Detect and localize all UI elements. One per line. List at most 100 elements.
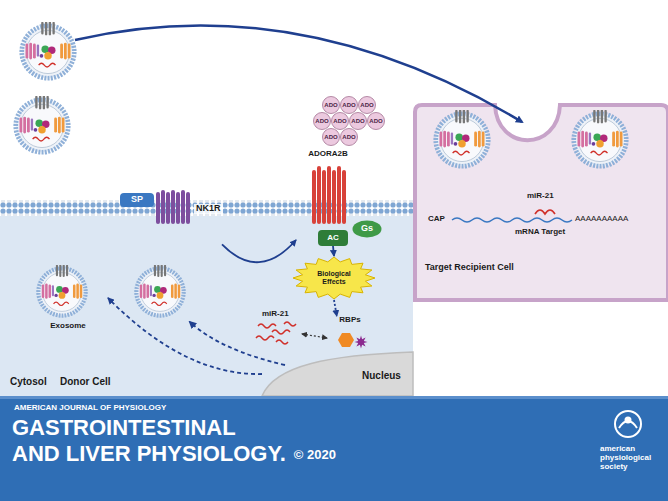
node-label: AC: [327, 234, 339, 243]
journal-band: [0, 396, 668, 399]
transfer-arrow: [75, 25, 522, 122]
enzyme-box: AC: [318, 230, 348, 246]
exosome-vesicle: [38, 264, 85, 315]
receptor: NK1R: [150, 190, 222, 254]
mirna-cluster: [256, 336, 274, 340]
nk1r-receptor: [156, 192, 160, 224]
journal-text: © 2020: [294, 448, 336, 462]
g-protein-shape: [353, 221, 382, 238]
ligand-circle: ADO: [367, 112, 385, 130]
target-cell-shape: [415, 105, 668, 300]
secretion-arrow: [190, 322, 285, 365]
node-label: ADORA2B: [296, 150, 360, 159]
exosome: Exosome: [28, 262, 108, 334]
node-label: Donor Cell: [60, 376, 111, 387]
donor-cell-shape: [0, 200, 413, 396]
node-label: ADO: [342, 134, 355, 141]
nk1r-receptor: [181, 190, 185, 224]
node-label: Biological Effects: [310, 270, 358, 285]
mirna-cluster: [284, 322, 296, 326]
nucleus-shape: [262, 352, 413, 396]
nk1r-receptor: [166, 192, 170, 224]
adora2b-receptor: [327, 166, 331, 224]
exosome-vesicle: [16, 95, 69, 152]
mirna-cluster: [272, 330, 290, 334]
ligand-circle: ADO: [322, 128, 340, 146]
adora2b-receptor: [312, 170, 316, 224]
annotation-label: miR-21: [527, 192, 554, 201]
annotation-label: miR-21: [262, 310, 289, 319]
rbp-star: [355, 336, 368, 349]
journal-text: AND LIVER PHYSIOLOGY.: [12, 442, 286, 466]
rbp-hexagon: [338, 333, 354, 347]
target-cell-shape: [415, 105, 668, 300]
exosome-vesicle: [574, 109, 627, 166]
journal-text: GASTROINTESTINAL: [12, 416, 236, 440]
target-cell: Target Recipient Cell: [415, 105, 668, 300]
receptor: ADORA2B: [296, 150, 360, 250]
society-logo: [615, 411, 641, 437]
journal-text: american physiological society: [600, 444, 662, 472]
node-label: ADO: [369, 118, 382, 125]
node-label: RBPs: [339, 316, 360, 325]
adora2b-receptor: [332, 170, 336, 224]
connector: [108, 298, 262, 374]
connector: [222, 240, 296, 262]
protein-complex: RBPs: [328, 316, 372, 350]
society-logo: [626, 418, 631, 423]
adora2b-receptor: [317, 166, 321, 224]
binding-arrow: [302, 334, 327, 338]
exosome-vesicle: [16, 21, 627, 316]
society-logo: [615, 411, 641, 437]
ligand-circle: ADO: [349, 112, 367, 130]
adora2b-receptor: [322, 170, 326, 224]
node-label: Nucleus: [362, 370, 401, 381]
mrna-strand: [452, 210, 572, 222]
exosome-vesicle: [22, 21, 75, 78]
binding-arrow: [302, 334, 327, 338]
node-label: ADO: [324, 134, 337, 141]
adora2b-receptor: [342, 170, 346, 224]
annotation-label: mRNA Target: [515, 228, 565, 237]
adora2b-receptor: [337, 166, 341, 224]
mirna-cluster: [276, 340, 288, 344]
donor-cell: Cytosol Donor Cell Nucleus GsAC Biological E…: [0, 200, 413, 396]
donor-cell-shape: [0, 200, 413, 216]
nucleus: Nucleus: [262, 352, 413, 396]
transfer-arrow: [75, 25, 522, 122]
node-label: Gs: [361, 224, 373, 234]
ligand-circle: ADO: [340, 128, 358, 146]
journal-band: [0, 396, 668, 501]
donor-cell-shape: [0, 216, 413, 396]
node-label: SP: [131, 195, 143, 205]
node-label: Exosome: [28, 322, 108, 331]
ligand-box: SP: [120, 193, 154, 207]
annotation-label: CAP: [428, 215, 445, 224]
connector: [334, 300, 337, 316]
journal-band: [0, 396, 668, 501]
secretion-arrow: [190, 322, 285, 365]
mirna-cluster: [258, 324, 276, 328]
annotation-label: AAAAAAAAAA: [575, 215, 628, 224]
nucleus-shape: [262, 352, 413, 396]
nk1r-receptor: [176, 192, 180, 224]
effect-starburst: Biological Effects: [292, 256, 376, 300]
node-label: NK1R: [194, 204, 223, 214]
exosome-vesicle: [436, 109, 489, 166]
node-label: ADO: [351, 118, 364, 125]
mrna-strand: [535, 210, 555, 214]
node-label: Cytosol: [10, 376, 47, 387]
nk1r-receptor: [186, 192, 190, 224]
node-label: Target Recipient Cell: [425, 263, 514, 273]
nk1r-receptor: [156, 190, 190, 224]
mrna-strand: [452, 218, 572, 222]
exosome-vesicle: [136, 264, 183, 315]
g-protein: Gs: [352, 220, 382, 238]
node-label: ADO: [315, 118, 328, 125]
mirna-cluster: [256, 322, 296, 344]
node-label: ADO: [360, 102, 373, 109]
starburst-shape: [293, 257, 375, 299]
journal-text: AMERICAN JOURNAL OF PHYSIOLOGY: [14, 404, 166, 413]
